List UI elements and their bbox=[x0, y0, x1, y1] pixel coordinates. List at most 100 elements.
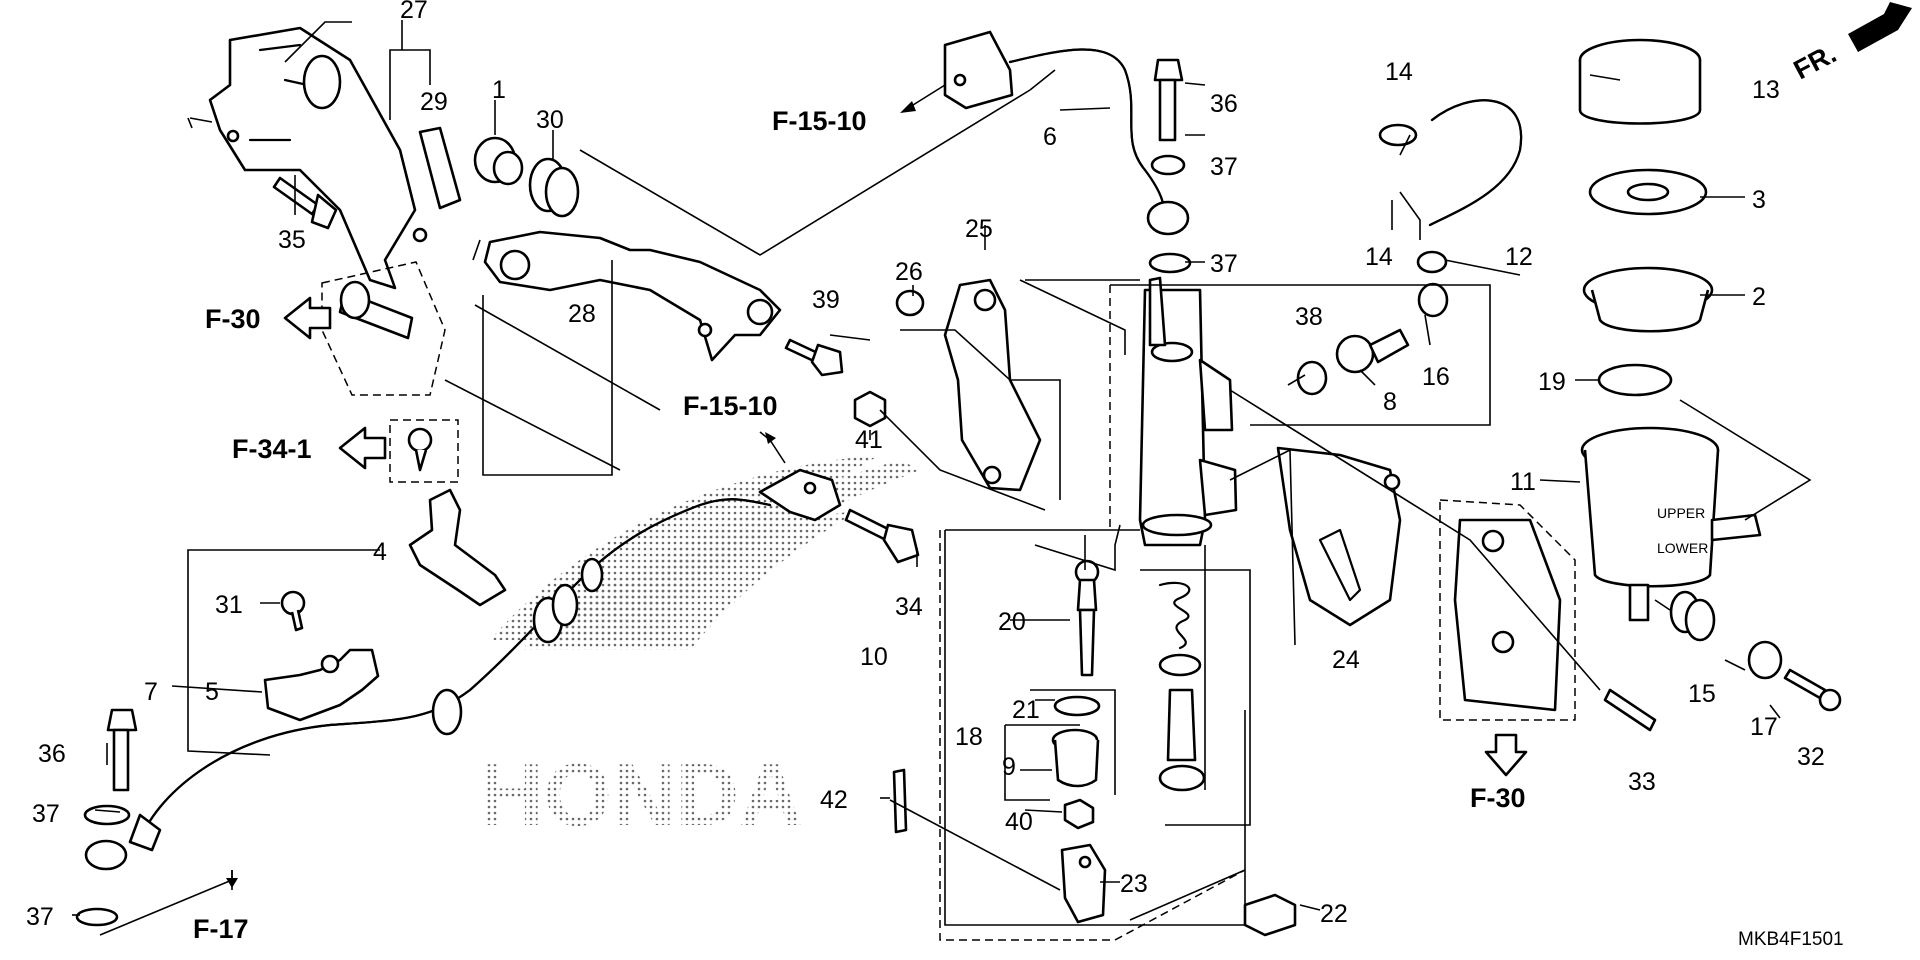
pin-42 bbox=[892, 768, 908, 834]
bolt-39 bbox=[784, 338, 844, 377]
ref-f30-left[interactable]: F-30 bbox=[205, 304, 261, 334]
callout-21: 21 bbox=[1012, 696, 1040, 724]
callout-2: 2 bbox=[1752, 283, 1766, 311]
diagram-code: MKB4F1501 bbox=[1738, 929, 1844, 950]
brake-hose-6 bbox=[943, 30, 1190, 236]
bracket-28 bbox=[483, 230, 782, 362]
callout-37-left-bottom: 37 bbox=[26, 903, 54, 931]
callout-37-left-top: 37 bbox=[32, 800, 60, 828]
callout-14-top: 14 bbox=[1385, 58, 1413, 86]
callout-20: 20 bbox=[998, 608, 1026, 636]
master-cylinder bbox=[1138, 276, 1238, 547]
front-direction-arrow: FR. bbox=[1789, 2, 1912, 85]
callout-14-bottom: 14 bbox=[1365, 243, 1393, 271]
clip-14-top bbox=[1378, 123, 1418, 147]
callout-9: 9 bbox=[1002, 753, 1016, 781]
nut-26 bbox=[895, 289, 925, 317]
panel-box-33 bbox=[1439, 499, 1657, 732]
ref-arrow-f15-10-mid bbox=[765, 432, 786, 464]
clevis-23 bbox=[1060, 843, 1107, 924]
nut-40 bbox=[1063, 798, 1095, 830]
spring-kit bbox=[1158, 581, 1206, 792]
clip-29 bbox=[418, 126, 462, 210]
clip-22 bbox=[1243, 893, 1297, 937]
callout-34: 34 bbox=[895, 593, 923, 621]
callout-5: 5 bbox=[205, 678, 219, 706]
callout-26: 26 bbox=[895, 258, 923, 286]
callout-36-upper: 36 bbox=[1210, 90, 1238, 118]
grommet-15 bbox=[1669, 590, 1716, 642]
bolt-34 bbox=[844, 508, 920, 564]
screw-box bbox=[389, 419, 459, 483]
callout-40: 40 bbox=[1005, 808, 1033, 836]
callout-11: 11 bbox=[1510, 468, 1536, 496]
callout-15: 15 bbox=[1688, 680, 1716, 708]
callout-8: 8 bbox=[1383, 388, 1397, 416]
ref-arrow-f17 bbox=[226, 870, 238, 888]
reservoir-tank-11: UPPER LOWER bbox=[1580, 426, 1762, 622]
upper-bracket bbox=[187, 26, 428, 290]
callout-39: 39 bbox=[812, 286, 840, 314]
callout-24: 24 bbox=[1332, 646, 1360, 674]
callout-30: 30 bbox=[536, 106, 564, 134]
callout-13: 13 bbox=[1752, 76, 1780, 104]
reservoir-cap-13 bbox=[1578, 38, 1702, 125]
callout-25: 25 bbox=[965, 215, 993, 243]
ref-f17[interactable]: F-17 bbox=[193, 914, 249, 944]
guard-24 bbox=[1276, 446, 1402, 627]
callout-35: 35 bbox=[278, 226, 306, 254]
callout-16: 16 bbox=[1422, 363, 1450, 391]
ref-arrow-f15-10-top bbox=[900, 84, 946, 113]
leader-lines bbox=[72, 20, 1812, 941]
callout-6: 6 bbox=[1043, 123, 1057, 151]
bolt-32 bbox=[1783, 668, 1842, 712]
callout-1: 1 bbox=[492, 76, 506, 104]
callout-22: 22 bbox=[1320, 900, 1348, 928]
ref-f30-right[interactable]: F-30 bbox=[1470, 783, 1526, 813]
reservoir-plate-3 bbox=[1588, 168, 1708, 216]
collar-17 bbox=[1747, 640, 1783, 680]
ref-f15-10-top[interactable]: F-15-10 bbox=[772, 106, 867, 136]
callout-17: 17 bbox=[1750, 713, 1778, 741]
callout-37-upper-a: 37 bbox=[1210, 153, 1238, 181]
callout-4: 4 bbox=[373, 538, 387, 566]
brake-hose-7 bbox=[128, 468, 842, 852]
push-rod-20 bbox=[1074, 559, 1100, 677]
callout-37-upper-b: 37 bbox=[1210, 250, 1238, 278]
callout-42: 42 bbox=[820, 786, 848, 814]
callout-7: 7 bbox=[144, 678, 158, 706]
callout-18: 18 bbox=[955, 723, 983, 751]
callout-33: 33 bbox=[1628, 768, 1656, 796]
front-direction-label: FR. bbox=[1789, 38, 1841, 85]
banjo-bolt-36-upper bbox=[1148, 58, 1192, 274]
oring-38 bbox=[1296, 360, 1328, 396]
screw-31 bbox=[280, 590, 306, 632]
callout-29: 29 bbox=[420, 88, 448, 116]
callout-23: 23 bbox=[1120, 870, 1148, 898]
grommet-30 bbox=[528, 157, 580, 218]
callout-36-left: 36 bbox=[38, 740, 66, 768]
callout-41: 41 bbox=[855, 426, 883, 454]
banjo-bolt-36-left bbox=[75, 708, 138, 927]
collar-1 bbox=[473, 136, 524, 186]
callout-31: 31 bbox=[215, 591, 243, 619]
callout-10: 10 bbox=[860, 643, 888, 671]
callout-28: 28 bbox=[568, 300, 596, 328]
honda-watermark-text: HONDA bbox=[480, 745, 803, 844]
ref-arrow-f30-right bbox=[1484, 733, 1528, 777]
clip-14-bottom bbox=[1416, 250, 1448, 274]
diaphragm-2 bbox=[1582, 266, 1714, 333]
ref-arrow-f30-left bbox=[283, 296, 332, 340]
clip-16 bbox=[1417, 282, 1449, 318]
callout-38: 38 bbox=[1295, 303, 1323, 331]
ref-f15-10-mid[interactable]: F-15-10 bbox=[683, 391, 778, 421]
callout-32: 32 bbox=[1797, 743, 1825, 771]
clamp-4 bbox=[408, 488, 507, 607]
callout-27: 27 bbox=[400, 0, 428, 24]
boot-9 bbox=[1051, 728, 1100, 788]
callout-12: 12 bbox=[1505, 243, 1533, 271]
nut-41 bbox=[853, 390, 887, 428]
bolt-35 bbox=[272, 176, 338, 230]
ref-f34-1[interactable]: F-34-1 bbox=[232, 434, 312, 464]
